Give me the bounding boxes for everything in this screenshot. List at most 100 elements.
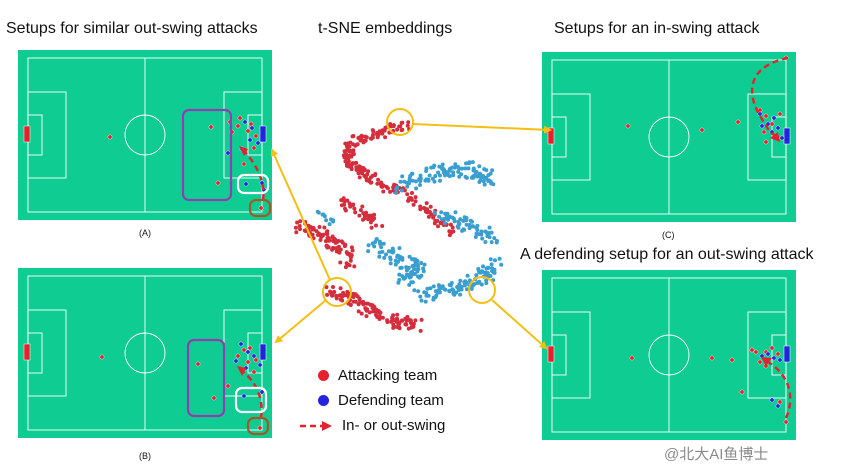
attacker-dot xyxy=(777,399,783,405)
tsne-blue-point xyxy=(456,288,461,292)
attacker-dot xyxy=(215,180,221,186)
tsne-red-point xyxy=(400,318,405,323)
tsne-red-point xyxy=(421,206,426,211)
tsne-red-point xyxy=(355,294,360,299)
tsne-red-point xyxy=(403,322,408,327)
defender-dot xyxy=(249,125,255,131)
left-goal-icon xyxy=(23,125,31,143)
tsne-red-point xyxy=(349,245,354,250)
tsne-red-point xyxy=(424,209,429,214)
tsne-blue-point xyxy=(451,288,456,293)
tsne-blue-point xyxy=(451,170,456,175)
attacker-dot xyxy=(107,134,113,140)
tsne-red-point xyxy=(348,303,353,307)
tsne-red-point xyxy=(343,159,348,164)
tsne-blue-point xyxy=(486,178,491,183)
swing-arrowhead-icon xyxy=(237,366,246,376)
tsne-blue-point xyxy=(440,284,445,289)
attacker-dot xyxy=(625,123,631,129)
tsne-red-point xyxy=(438,220,443,225)
defender-dot xyxy=(255,140,261,146)
tsne-red-point xyxy=(297,224,302,228)
tsne-blue-point xyxy=(458,278,463,283)
tsne-blue-point xyxy=(462,280,467,285)
tsne-blue-point xyxy=(483,240,488,244)
tsne-blue-point xyxy=(382,255,387,260)
tsne-red-point xyxy=(364,135,369,140)
tsne-red-point xyxy=(350,248,355,253)
tsne-blue-point xyxy=(366,249,371,254)
defender-dot xyxy=(779,135,785,141)
attacker-dot xyxy=(777,111,783,117)
tsne-blue-point xyxy=(413,260,418,264)
tsne-red-point xyxy=(338,260,343,265)
tsne-blue-point xyxy=(374,237,379,242)
tsne-red-point xyxy=(395,312,400,317)
tsne-red-point xyxy=(330,234,335,239)
tsne-blue-point xyxy=(381,241,386,246)
attacker-dot xyxy=(241,161,247,167)
tsne-red-point xyxy=(322,225,327,230)
tsne-blue-point xyxy=(473,235,478,239)
tsne-blue-point xyxy=(465,273,470,278)
tsne-red-point xyxy=(357,213,362,218)
tsne-blue-point xyxy=(377,250,382,255)
tsne-blue-point xyxy=(416,289,421,294)
tsne-red-point xyxy=(419,317,424,322)
tsne-blue-point xyxy=(437,164,442,169)
attacker-dot xyxy=(237,115,243,121)
tsne-red-point xyxy=(340,240,345,245)
tsne-red-point xyxy=(345,163,349,168)
attacker-dot xyxy=(739,389,745,395)
tsne-red-point xyxy=(371,309,376,314)
tsne-blue-point xyxy=(470,160,475,165)
tsne-red-point xyxy=(353,299,358,304)
tsne-red-point xyxy=(359,311,364,316)
tsne-blue-point xyxy=(404,268,409,273)
tsne-blue-point xyxy=(436,283,441,288)
tsne-blue-point xyxy=(403,275,408,280)
tsne-red-point xyxy=(395,127,400,132)
tsne-red-point xyxy=(320,233,325,238)
defender-dot xyxy=(757,111,763,117)
defender-dot xyxy=(259,389,265,395)
tsne-red-point xyxy=(450,225,455,230)
tsne-red-point xyxy=(429,212,434,217)
defender-dot xyxy=(238,341,244,347)
swing-arrowhead-icon xyxy=(770,132,780,142)
tsne-red-point xyxy=(349,167,354,172)
tsne-red-point xyxy=(357,175,362,180)
tsne-blue-point xyxy=(366,243,371,248)
tsne-red-point xyxy=(433,218,438,223)
attacker-dot xyxy=(247,345,253,351)
right-goal-icon xyxy=(783,345,791,363)
tsne-red-point xyxy=(376,177,381,182)
tsne-red-point xyxy=(360,167,365,172)
tsne-blue-point xyxy=(415,269,420,274)
tsne-red-point xyxy=(358,208,363,213)
tsne-red-point xyxy=(345,289,350,294)
tsne-blue-point xyxy=(453,210,458,215)
tsne-blue-point xyxy=(451,216,456,221)
tsne-blue-point xyxy=(440,162,445,167)
tsne-blue-point xyxy=(431,295,436,300)
pitch-panel-a xyxy=(18,50,272,220)
defender-dot xyxy=(759,123,765,129)
tsne-blue-point xyxy=(408,274,413,279)
dashed-arrow-icon xyxy=(300,420,332,431)
tsne-red-point xyxy=(375,135,380,140)
tsne-red-point xyxy=(380,131,385,136)
tsne-red-point xyxy=(392,324,397,329)
tsne-blue-point xyxy=(418,173,423,178)
tsne-red-point xyxy=(344,148,349,153)
tsne-blue-point xyxy=(468,218,473,223)
tsne-red-point xyxy=(356,309,361,314)
tsne-red-point xyxy=(367,310,372,315)
tsne-red-point xyxy=(348,148,353,153)
tsne-blue-point xyxy=(377,239,382,244)
tsne-red-point xyxy=(413,318,418,323)
tsne-red-point xyxy=(311,227,316,231)
tsne-blue-point xyxy=(442,221,447,226)
tsne-blue-point xyxy=(427,173,432,178)
